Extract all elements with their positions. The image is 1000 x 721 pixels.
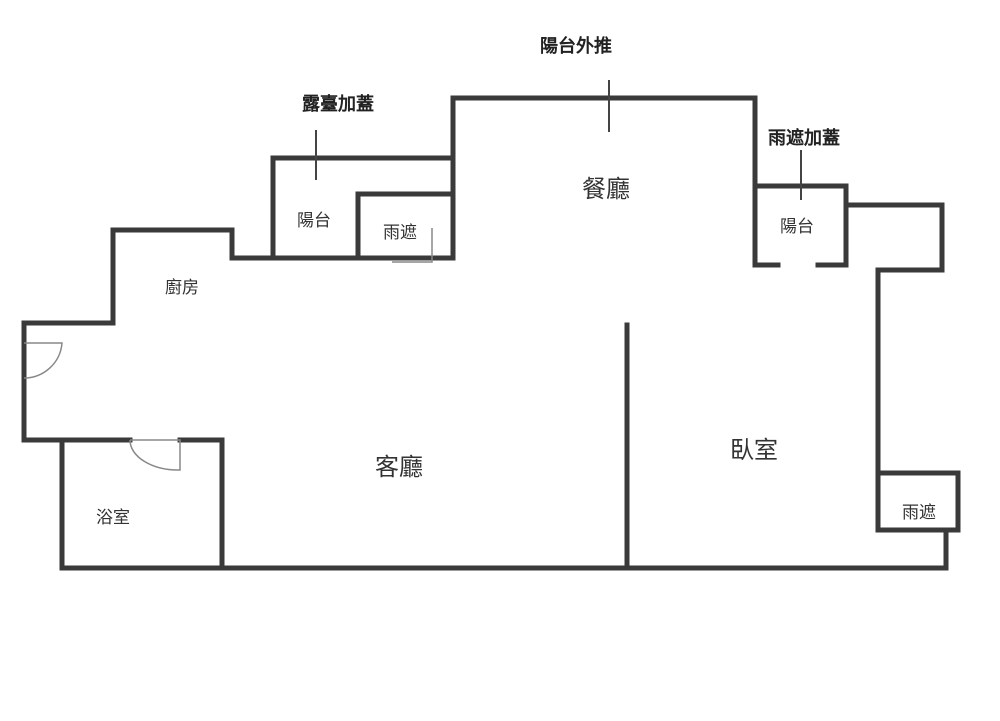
room-awning-right: 雨遮 bbox=[902, 503, 936, 523]
entry-door bbox=[23, 342, 63, 379]
room-bedroom: 臥室 bbox=[730, 436, 778, 464]
leader-lines bbox=[315, 80, 802, 200]
doors bbox=[23, 228, 433, 471]
room-bathroom: 浴室 bbox=[96, 508, 130, 528]
balcony-extension-label: 陽台外推 bbox=[540, 35, 612, 57]
awning-door bbox=[392, 228, 433, 263]
bathroom-door bbox=[129, 439, 181, 471]
room-balcony-right: 陽台 bbox=[780, 217, 814, 237]
terrace-addition-label: 露臺加蓋 bbox=[302, 93, 374, 115]
room-dining: 餐廳 bbox=[582, 175, 630, 203]
room-kitchen: 廚房 bbox=[165, 277, 199, 298]
room-awning-left: 雨遮 bbox=[383, 223, 417, 243]
walls bbox=[21, 95, 961, 571]
awning-addition-label: 雨遮加蓋 bbox=[768, 127, 840, 149]
room-living: 客廳 bbox=[375, 453, 423, 481]
room-balcony-left: 陽台 bbox=[297, 211, 331, 231]
